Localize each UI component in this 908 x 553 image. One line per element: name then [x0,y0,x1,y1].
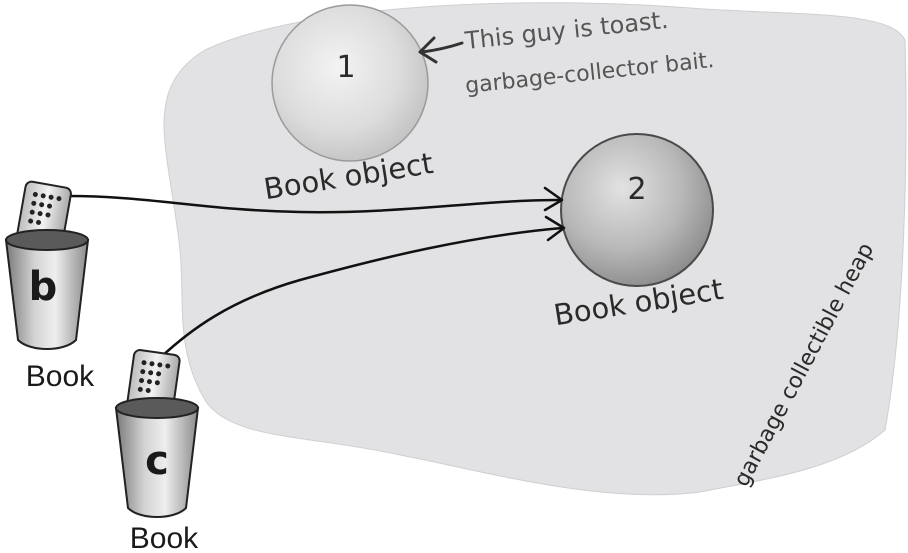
reference-variable-b: b Book [4,180,95,393]
reference-cup-icon [4,229,90,350]
reference-b-arrow [66,186,564,214]
object-number-2: 2 [627,172,646,207]
object-sphere-1 [271,4,429,162]
variable-name-c: c [145,438,169,484]
reference-c-arrow [158,215,566,360]
arrowhead-b [543,186,564,212]
reference-arrow-icon [158,226,564,360]
reference-variable-c: c Book [114,349,200,553]
reference-cup-icon [114,397,200,518]
arrowhead-c [544,215,566,242]
variable-type-c: Book [130,522,199,553]
object-sphere-2 [560,133,714,287]
reference-arrow-icon [66,194,562,214]
variable-name-b: b [29,264,58,310]
book-object-1: 1 Book object [261,4,435,206]
object-number-1: 1 [336,50,355,85]
variable-type-b: Book [26,360,95,393]
annotation-arrowhead [418,36,438,64]
annotation-arrow-icon [420,41,464,54]
